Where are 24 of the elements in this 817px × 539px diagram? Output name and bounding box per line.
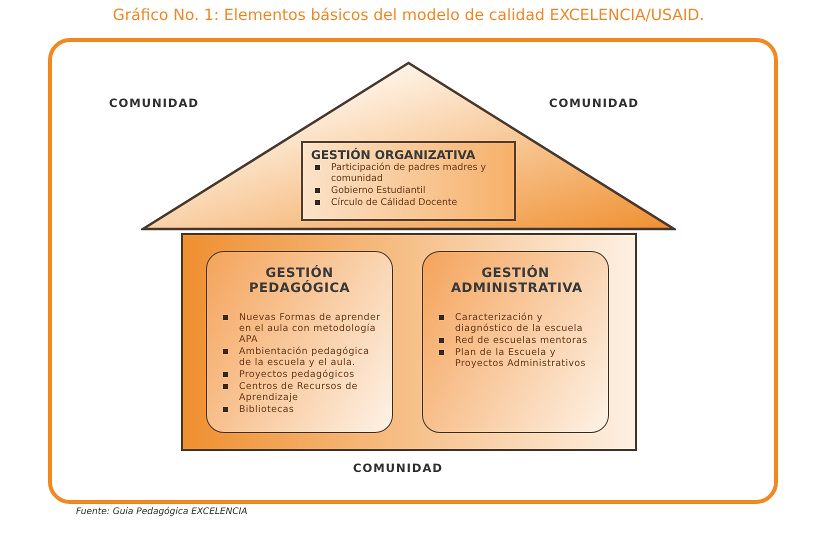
bullet-item: Bibliotecas: [239, 404, 296, 415]
bullet-item: Centros de Recursos de Aprendizaje: [239, 381, 359, 403]
community-label: COMUNIDAD: [353, 461, 443, 475]
community-label: COMUNIDAD: [549, 96, 639, 110]
bullet-item: Caracterización y diagnóstico de la escuela: [455, 312, 584, 334]
management-box: [301, 141, 516, 221]
bullet-item: Gobierno Estudiantil: [331, 185, 426, 196]
diagram-title: Gráfico No. 1: Elementos básicos del modelo de calidad EXCELENCIA/USAID.: [112, 6, 706, 24]
bullet-item: Nuevas Formas de aprender en el aula con metodología APA: [239, 312, 382, 345]
bullet-item: Red de escuelas mentoras: [455, 335, 589, 346]
bullet-item: Plan de la Escuela y Proyectos Administrativos: [455, 347, 587, 369]
house-body: [181, 233, 637, 451]
management-card: [422, 251, 609, 433]
management-card: [206, 251, 393, 433]
bullet-item: Ambientación pedagógica de la escuela y el aula.: [239, 346, 370, 368]
source-caption: Fuente: Guia Pedagógica EXCELENCIA: [76, 507, 248, 517]
bullet-item: Proyectos pedagógicos: [239, 369, 356, 380]
section-heading: GESTIÓN ADMINISTRATIVA: [450, 266, 584, 296]
section-heading: GESTIÓN PEDAGÓGICA: [248, 266, 352, 296]
frame-border: [48, 38, 778, 504]
bullet-item: Participación de padres madres y comunidad: [331, 162, 487, 184]
section-heading: GESTIÓN ORGANIZATIVA: [311, 148, 476, 162]
community-label: COMUNIDAD: [109, 96, 199, 110]
bullet-item: Círculo de Cálidad Docente: [331, 197, 458, 208]
